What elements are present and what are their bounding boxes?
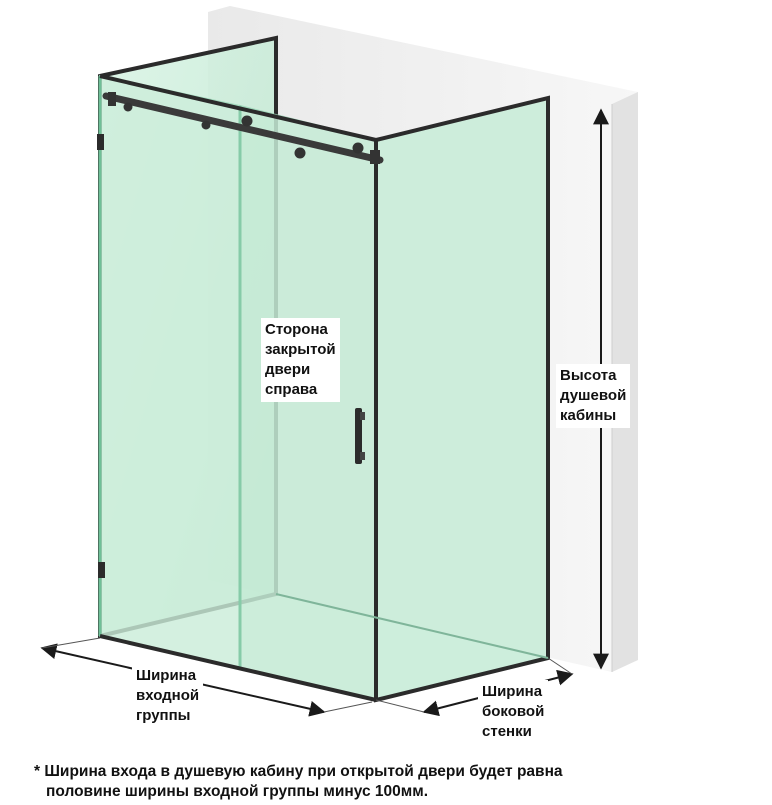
rail-roller-4	[294, 147, 306, 159]
door-handle-icon	[355, 408, 362, 464]
wall-clamp-top	[97, 134, 104, 150]
wall-clamp-bottom	[98, 562, 105, 578]
rail-roller-2	[201, 120, 211, 130]
footnote: * Ширина входа в душевую кабину при откр…	[34, 762, 754, 802]
rail-roller-5	[352, 142, 364, 154]
closed-door-side-label: Сторона закрытой двери справа	[261, 318, 340, 402]
entry-width-label: Ширина входной группы	[132, 664, 204, 728]
rail-roller-1	[123, 102, 133, 112]
cabin-height-label: Высота душевой кабины	[556, 364, 631, 428]
rail-roller-3	[241, 115, 253, 127]
sliding-rail	[102, 92, 384, 164]
entry-fixed-glass	[99, 74, 241, 670]
sliding-door-glass	[239, 104, 377, 702]
side-wall-width-label: Ширина боковой стенки	[478, 680, 549, 744]
footnote-line-1: * Ширина входа в душевую кабину при откр…	[34, 763, 563, 780]
footnote-line-2: половине ширины входной группы минус 100…	[46, 783, 429, 800]
side-wall-glass	[376, 98, 548, 700]
